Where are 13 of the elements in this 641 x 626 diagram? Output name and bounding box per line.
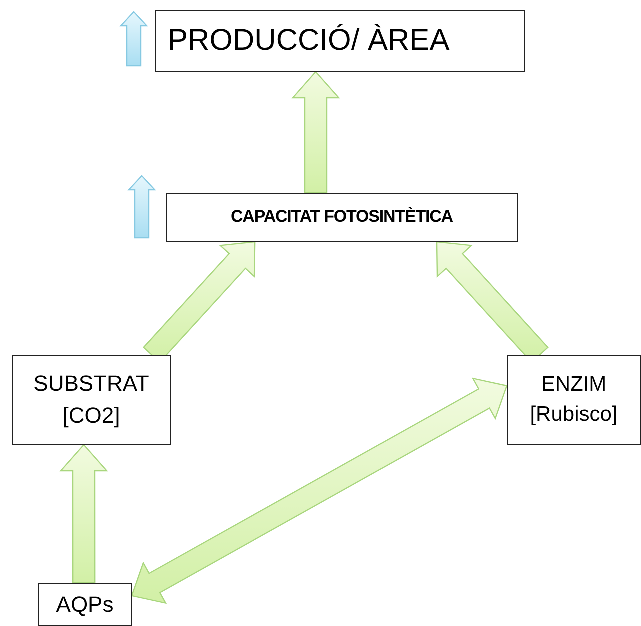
box-label: AQPs <box>56 590 114 619</box>
box-label: CAPACITAT FOTOSINTÈTICA <box>231 206 453 228</box>
text-box <box>38 583 132 626</box>
block-arrow <box>60 444 108 584</box>
box-label: PRODUCCIÓ/ ÀREA <box>168 23 450 60</box>
text-box <box>507 355 641 445</box>
box-label: SUBSTRAT [CO2] <box>32 370 150 430</box>
text-box <box>12 355 171 445</box>
block-arrow <box>292 71 340 194</box>
block-arrow <box>131 378 508 604</box>
text-box <box>155 10 525 72</box>
text-box <box>166 193 518 242</box>
box-label: ENZIM [Rubisco] <box>529 372 619 428</box>
